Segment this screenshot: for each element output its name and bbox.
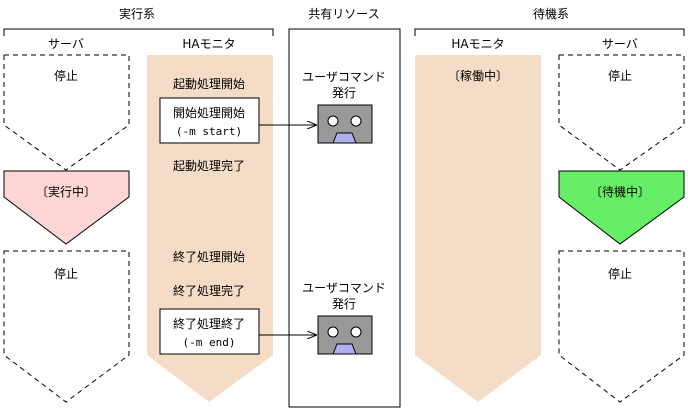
active-server-state-bottom: 停止 — [54, 266, 78, 281]
standby-ha-header: HAモニタ — [451, 37, 504, 51]
group-standby-title: 待機系 — [533, 6, 569, 21]
standby-server-state-top: 停止 — [608, 68, 632, 83]
standby-server-state-waiting: 〔待機中〕 — [590, 184, 650, 199]
active-server-stopped-bottom — [3, 250, 130, 403]
standby-server-header: サーバ — [602, 37, 638, 51]
user-command-top-line1: ユーザコマンド — [302, 70, 386, 84]
end-command-line1: 終了処理終了 — [173, 316, 245, 331]
end-command-line2: (-m end) — [183, 336, 236, 349]
group-shared-title: 共有リソース — [308, 7, 379, 21]
standby-ha-state: 〔稼働中〕 — [448, 68, 508, 83]
active-ha-end-begin: 終了処理開始 — [173, 249, 245, 264]
active-ha-header: HAモニタ — [182, 37, 235, 51]
active-server-stopped-top — [3, 54, 130, 171]
active-server-running — [3, 170, 130, 245]
user-command-top-line2: 発行 — [332, 86, 356, 100]
standby-ha-lane — [415, 55, 541, 402]
tape-device-icon — [317, 315, 373, 355]
standby-server-waiting — [558, 170, 685, 245]
start-command-line1: 開始処理開始 — [173, 106, 245, 120]
standby-server-stopped-top — [558, 54, 685, 171]
tape-device-icon — [317, 104, 373, 144]
standby-server-stopped-bottom — [558, 250, 685, 403]
active-ha-start-done: 起動処理完了 — [173, 158, 245, 173]
standby-server-state-bottom: 停止 — [608, 266, 632, 281]
active-server-header: サーバ — [48, 37, 84, 51]
start-command-box — [159, 97, 260, 144]
active-server-state-running: 〔実行中〕 — [36, 184, 96, 199]
user-command-bottom-line2: 発行 — [332, 297, 356, 311]
active-server-state-top: 停止 — [54, 68, 78, 83]
active-group-bracket — [3, 28, 274, 36]
active-ha-start-begin: 起動処理開始 — [173, 77, 245, 91]
end-command-box — [159, 308, 260, 355]
standby-group-bracket — [414, 28, 685, 36]
user-command-bottom-line1: ユーザコマンド — [302, 281, 386, 295]
group-active-title: 実行系 — [119, 6, 155, 21]
active-ha-end-done: 終了処理完了 — [173, 283, 245, 298]
start-command-line2: (-m start) — [176, 125, 242, 138]
